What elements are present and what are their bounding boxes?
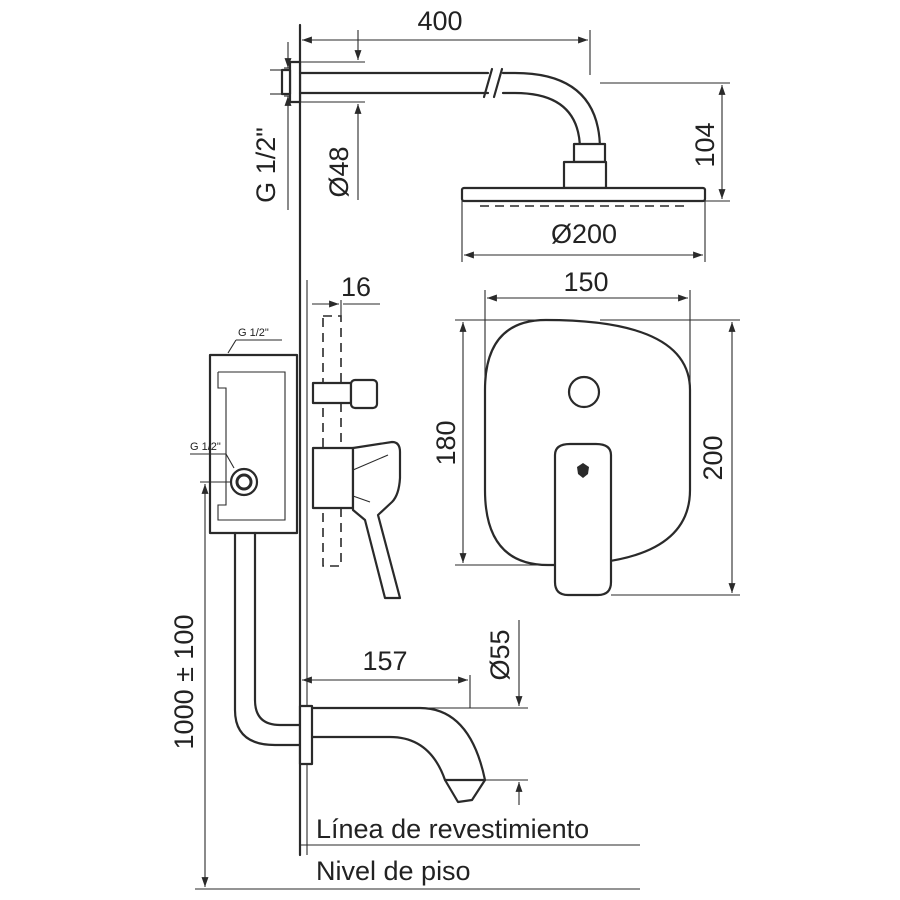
supply-pipe [233,531,302,747]
diverter-box [190,339,299,535]
dim-200-plate-label: 200 [698,435,728,480]
trim-plate-side [311,315,402,600]
dim-1000-label: 1000 ± 100 [169,615,199,750]
tub-spout [298,704,487,804]
shower-head [460,186,707,207]
dim-400-label: 400 [417,6,462,36]
dim-104-label: 104 [690,122,720,167]
dim-spout-length: 157 [302,646,471,708]
dim-200-label: Ø200 [551,219,617,249]
dim-plate-width: 150 [484,267,691,390]
dim-arm-length: 400 [299,6,591,75]
dim-head: Ø200 [461,201,706,262]
dim-48-label: Ø48 [324,146,354,197]
dim-180-label: 180 [431,420,461,465]
shower-arm [280,60,608,190]
dim-g12-label: G 1/2" [251,127,281,203]
dim-inlet: G 1/2" [251,42,292,210]
dim-flange: Ø48 [300,30,365,200]
dim-157-label: 157 [362,646,407,676]
dim-55-label: Ø55 [485,629,515,680]
trim-plate-front [483,318,692,597]
dim-mount-height: 1000 ± 100 [169,481,232,887]
dim-150-label: 150 [563,267,608,297]
dim-16-label: 16 [341,272,371,302]
dim-wall-offset: 16 [312,272,380,316]
dim-plate-inner-height: 180 [431,319,548,566]
dim-arm-drop: 104 [600,82,730,202]
dim-spout-diameter: Ø55 [420,620,528,805]
box-thread-top-callout: G 1/2" [238,327,269,339]
dim-plate-height: 200 [600,319,740,596]
finish-line-label: Línea de revestimiento [316,814,589,844]
box-thread-side-callout: G 1/2" [190,441,221,453]
floor-level-label: Nivel de piso [316,856,471,886]
